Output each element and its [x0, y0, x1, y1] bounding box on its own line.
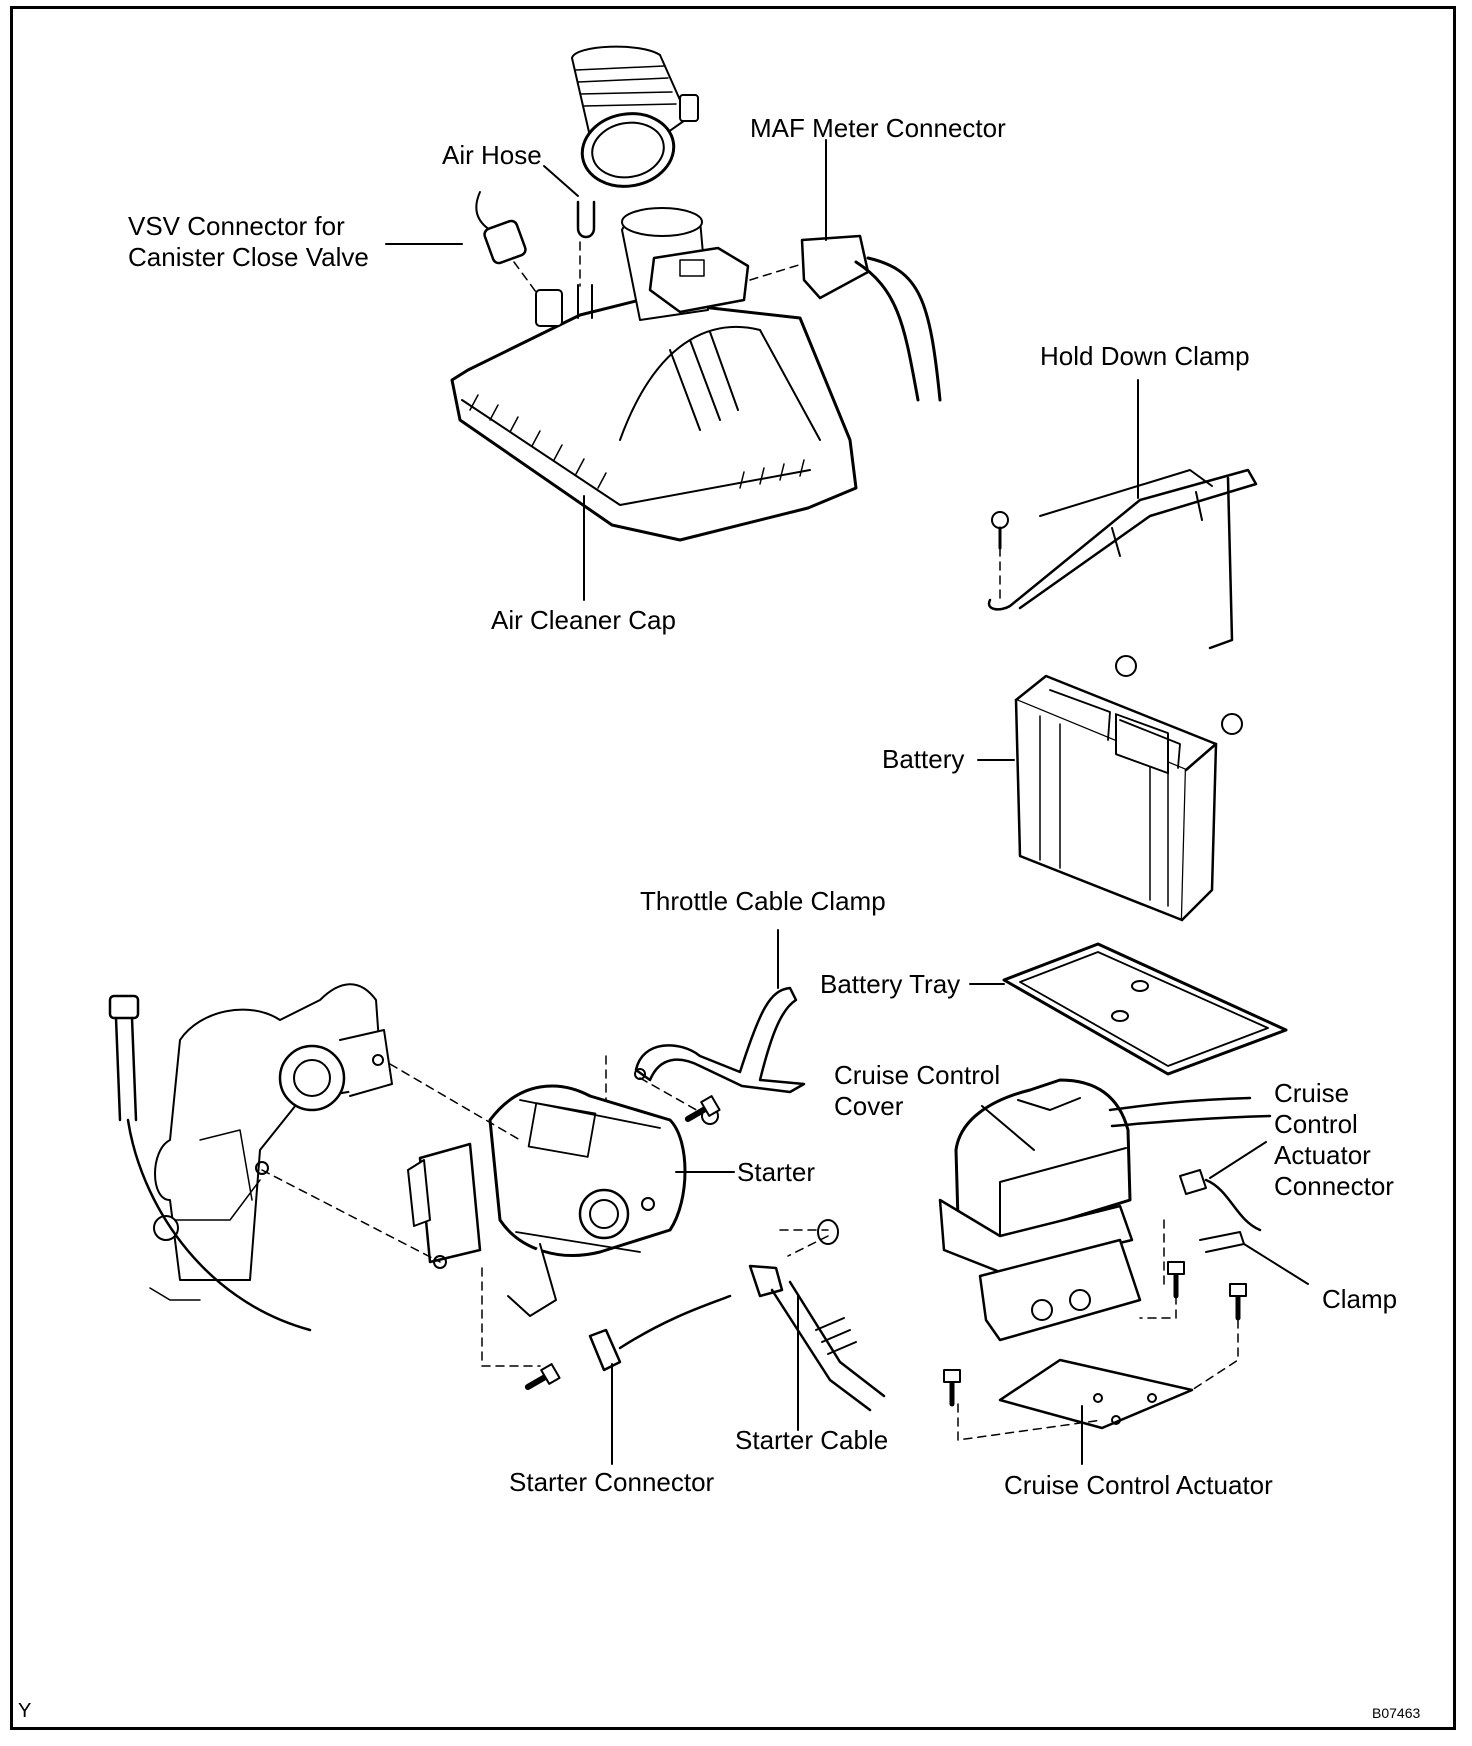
corner-code: Y [18, 1700, 32, 1722]
label-cruise-control-actuator-connector: Cruise Control Actuator Connector [1274, 1078, 1394, 1201]
air-cleaner-cap [450, 207, 858, 542]
label-cruise-control-actuator: Cruise Control Actuator [1004, 1470, 1273, 1500]
figure-frame [10, 6, 1456, 1730]
label-starter: Starter [737, 1157, 816, 1187]
leader-lines [385, 139, 1309, 1465]
left-harness [108, 994, 312, 1332]
label-battery: Battery [882, 744, 965, 774]
label-cruise-control-cover: Cruise Control Cover [834, 1060, 1001, 1121]
battery [1014, 655, 1243, 922]
dashed-alignment-lines [261, 241, 1239, 1441]
maf-meter-connector [800, 234, 942, 402]
figure-code: B07463 [1372, 1705, 1421, 1721]
label-vsv-connector: VSV Connector for Canister Close Valve [128, 211, 369, 272]
cruise-control-actuator [938, 1198, 1194, 1430]
label-starter-connector: Starter Connector [509, 1467, 715, 1497]
hold-down-clamp [987, 468, 1258, 650]
starter-cable [748, 1264, 886, 1412]
label-air-cleaner-cap: Air Cleaner Cap [491, 605, 676, 635]
label-hold-down-clamp: Hold Down Clamp [1040, 341, 1250, 371]
battery-tray [1002, 942, 1288, 1076]
starter-motor [407, 1084, 687, 1317]
label-air-hose: Air Hose [442, 140, 542, 170]
engine-block [149, 983, 393, 1301]
bolts [524, 1095, 1247, 1407]
label-clamp: Clamp [1322, 1284, 1398, 1314]
label-starter-cable: Starter Cable [735, 1425, 889, 1455]
throttle-cable-clamp [634, 986, 806, 1125]
air-hose [576, 200, 596, 239]
label-maf-meter-connector: MAF Meter Connector [750, 113, 1006, 143]
air-intake-hose [571, 45, 699, 188]
starter-connector [588, 1294, 732, 1372]
label-throttle-cable-clamp: Throttle Cable Clamp [640, 886, 886, 916]
cruise-control-cables [1108, 1096, 1272, 1253]
vsv-connector [475, 191, 527, 265]
label-battery-tray: Battery Tray [820, 969, 961, 999]
